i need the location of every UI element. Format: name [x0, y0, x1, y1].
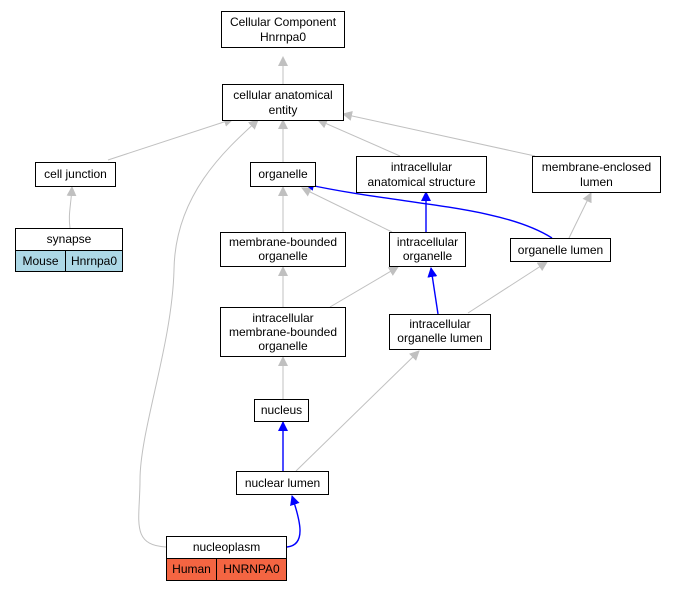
gene-label: HNRNPA0	[223, 562, 280, 576]
node-cellular-component[interactable]: Cellular Component Hnrnpa0	[221, 11, 345, 48]
node-cellular-anatomical-entity[interactable]: cellular anatomical entity	[222, 84, 344, 121]
node-label-line: Cellular Component	[230, 15, 337, 29]
node-label-line: Hnrnpa0	[260, 30, 306, 44]
node-organelle[interactable]: organelle	[250, 162, 316, 187]
node-label-line: membrane-bounded	[229, 325, 337, 339]
gene-cell-mouse	[65, 250, 123, 272]
edge-nuclear-lumen-to-iol	[295, 350, 420, 472]
node-label-line: cellular anatomical	[233, 88, 332, 102]
node-cell-junction[interactable]: cell junction	[35, 162, 116, 187]
node-label-line: intracellular	[409, 317, 470, 331]
node-intracellular-membrane-bounded-organelle[interactable]: intracellular membrane-bounded organelle	[220, 307, 346, 357]
node-label-line: membrane-enclosed	[542, 160, 651, 174]
node-label-line: nucleus	[261, 403, 302, 417]
edge-cell-junction-to-cae	[107, 117, 234, 161]
node-nuclear-lumen[interactable]: nuclear lumen	[236, 471, 329, 495]
node-label-line: lumen	[580, 175, 613, 189]
node-intracellular-organelle[interactable]: intracellular organelle	[389, 232, 466, 267]
node-label-line: nuclear lumen	[245, 476, 320, 490]
node-label-line: synapse	[47, 232, 92, 246]
node-membrane-enclosed-lumen[interactable]: membrane-enclosed lumen	[532, 156, 661, 193]
node-label-line: intracellular	[391, 160, 452, 174]
node-synapse[interactable]: synapse Mouse Hnrnpa0	[15, 228, 123, 272]
node-nucleoplasm[interactable]: nucleoplasm Human HNRNPA0	[166, 536, 287, 581]
edge-ol-to-organelle	[304, 181, 553, 239]
node-organelle-lumen[interactable]: organelle lumen	[510, 238, 611, 262]
node-label-line: organelle	[258, 339, 308, 353]
node-membrane-bounded-organelle[interactable]: membrane-bounded organelle	[220, 232, 346, 267]
node-label-line: intracellular	[397, 235, 458, 249]
node-label-line: organelle lumen	[397, 331, 482, 345]
edge-iol-to-ol	[467, 261, 548, 314]
gene-label: Hnrnpa0	[71, 254, 117, 268]
species-label: Human	[172, 562, 211, 576]
species-label: Mouse	[22, 254, 58, 268]
edge-ol-to-mel	[568, 192, 592, 239]
node-label-line: organelle lumen	[518, 243, 603, 257]
node-label-line: cell junction	[44, 167, 107, 181]
edge-mel-to-cae	[342, 111, 536, 157]
node-label-line: intracellular	[252, 311, 313, 325]
edge-nucleoplasm-to-cae	[138, 119, 259, 548]
edge-iol-to-io	[427, 267, 439, 315]
node-label-line: organelle	[258, 167, 308, 181]
node-label-line: nucleoplasm	[193, 540, 260, 554]
edge-nucleoplasm-to-nuclear-lumen	[286, 495, 301, 548]
edge-imbo-to-io	[329, 266, 399, 308]
node-label-line: entity	[269, 103, 298, 117]
edge-io-to-organelle	[301, 187, 393, 233]
node-label-line: anatomical structure	[367, 175, 475, 189]
edge-synapse-to-cell-junction	[66, 186, 77, 229]
node-intracellular-anatomical-structure[interactable]: intracellular anatomical structure	[356, 156, 487, 193]
node-label-line: membrane-bounded	[229, 235, 337, 249]
node-label-line: organelle	[403, 249, 453, 263]
node-nucleus[interactable]: nucleus	[254, 399, 309, 422]
node-intracellular-organelle-lumen[interactable]: intracellular organelle lumen	[389, 314, 491, 350]
node-label-line: organelle	[258, 249, 308, 263]
gene-cell-human	[216, 558, 287, 581]
edge-ias-to-cae	[317, 119, 401, 157]
